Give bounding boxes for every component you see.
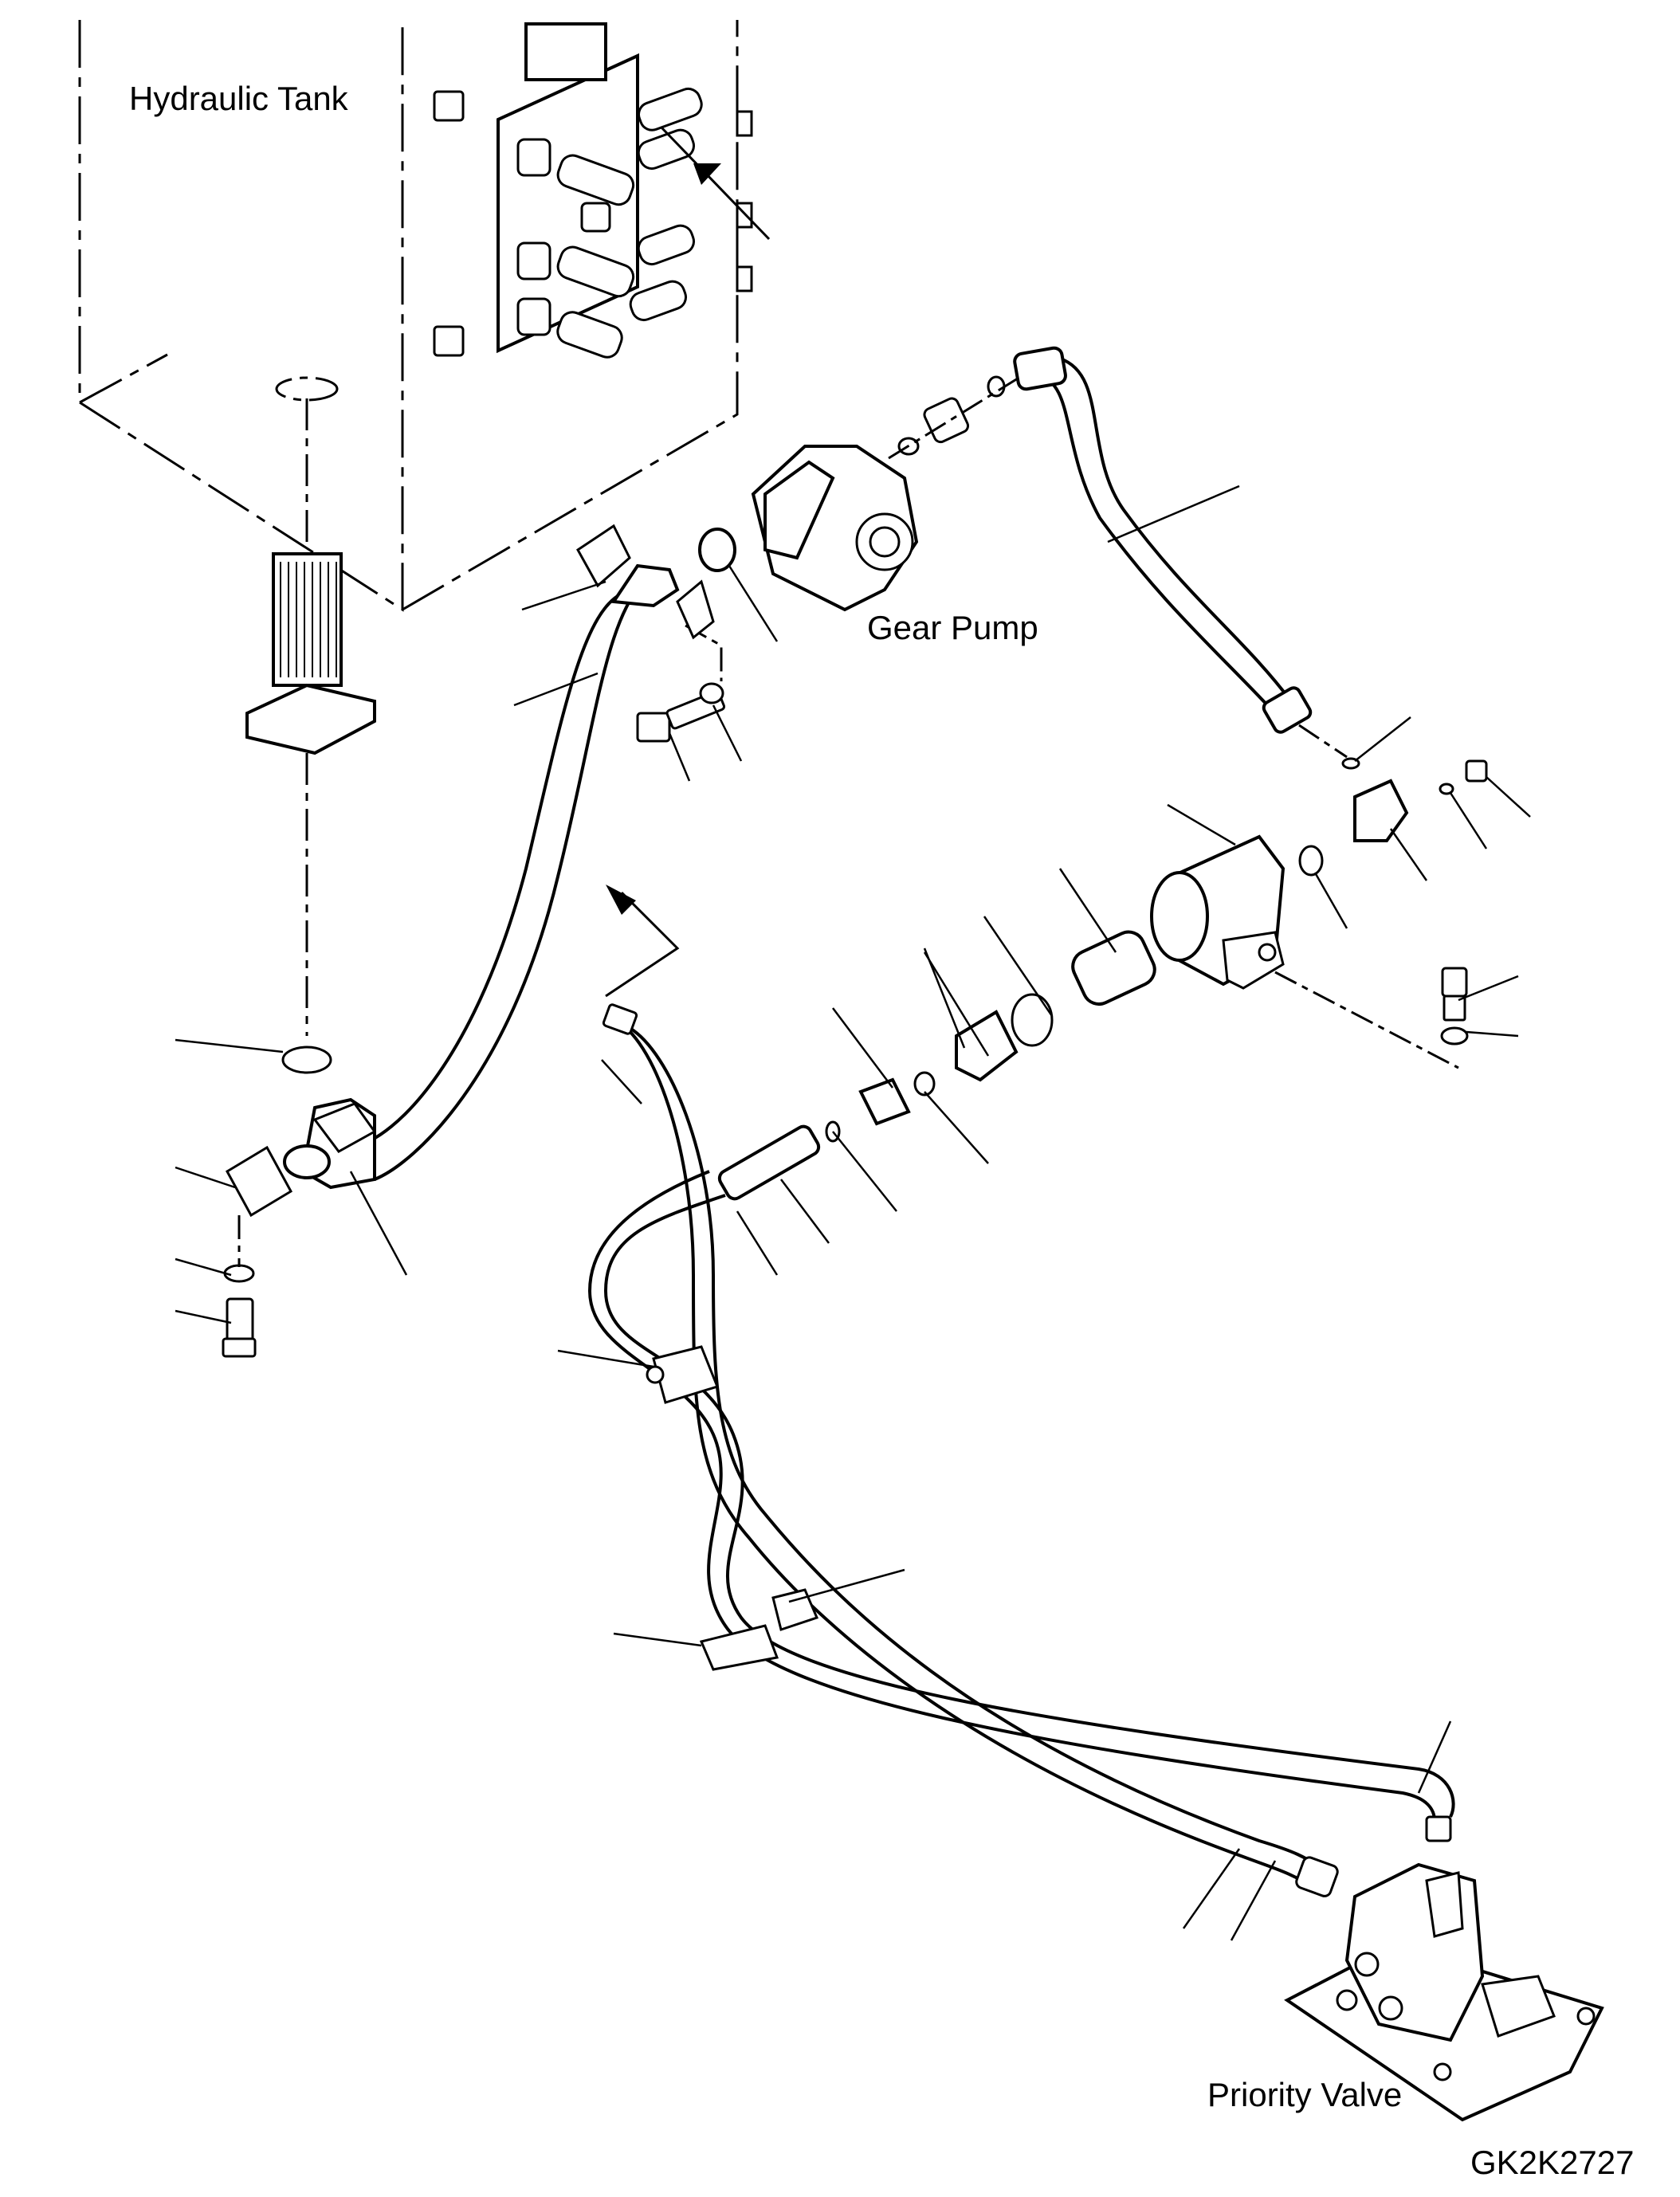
priority-valve-hoses <box>587 885 1455 1897</box>
hydraulic-tank <box>78 20 771 612</box>
leader-lines <box>175 485 1531 1941</box>
pump-outlet-hose <box>1013 346 1360 770</box>
gear-pump-label: Gear Pump <box>867 609 1038 646</box>
drawing-number: GK2K2727 <box>1470 2144 1635 2181</box>
priority-valve <box>1284 1862 1604 2122</box>
priority-valve-label: Priority Valve <box>1207 2076 1403 2113</box>
return-filter <box>245 376 376 1036</box>
hydraulic-tank-label: Hydraulic Tank <box>129 80 348 117</box>
gear-pump <box>576 373 1025 743</box>
line-filter-assembly <box>825 759 1488 1143</box>
suction-hose <box>222 563 680 1358</box>
